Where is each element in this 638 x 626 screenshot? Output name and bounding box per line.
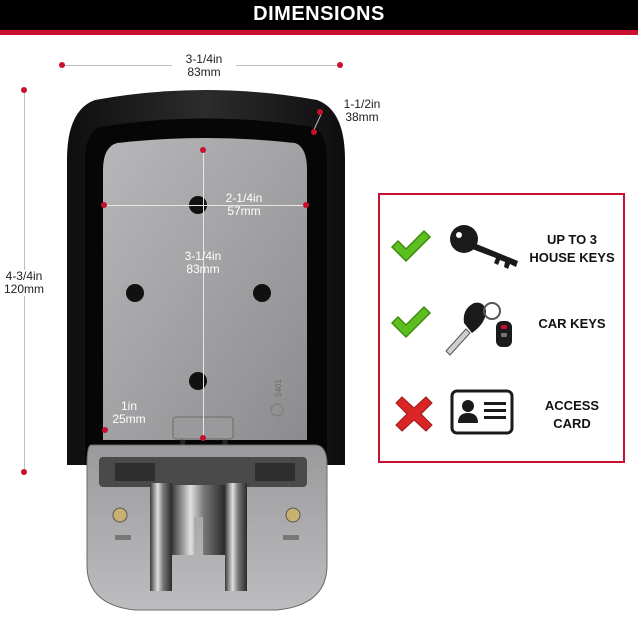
shackle-label: 1in 25mm [112,399,146,426]
cross-icon [395,396,433,432]
dimension-endpoint [101,202,107,208]
dimension-endpoint [102,427,108,433]
dimension-endpoint [200,147,206,153]
inner-width-dimension-line [104,205,306,206]
capacity-label: ACCESS CARD [544,398,600,431]
screw [285,507,301,523]
car-key-icon [445,302,512,356]
back-plate [103,138,307,440]
capacity-label: UP TO 3 HOUSE KEYS [529,232,615,265]
dimension-endpoint [59,62,65,68]
latch-bar [150,483,172,591]
header-accent-line [0,30,638,35]
id-card-icon [450,389,514,435]
height-label: 4-3/4in 120mm [0,270,48,296]
dimension-endpoint [337,62,343,68]
inner-height-dimension-line [203,150,204,438]
lock-box-illustration: 5401 [67,90,345,611]
inner-width-label: 2-1/4in 57mm [225,191,263,218]
width-label: 3-1/4in 83mm [172,53,236,79]
screw [112,507,128,523]
capacity-row-car-keys: CAR KEYS [380,293,623,356]
mount-hole [253,284,271,302]
dimension-endpoint [21,469,27,475]
latch-bar [225,483,247,591]
dimension-endpoint [303,202,309,208]
embossed-model-text: 5401 [274,379,283,397]
dimension-endpoint [317,109,323,115]
dimension-endpoint [21,87,27,93]
mount-hole [126,284,144,302]
inner-height-label: 3-1/4in 83mm [184,249,222,276]
capacity-row-access-card: ACCESS CARD [380,383,623,443]
capacity-panel: UP TO 3 HOUSE KEYS CAR KEYS [378,193,625,463]
header-bar: DIMENSIONS [0,0,638,30]
check-icon [390,305,432,339]
house-key-icon [450,225,518,269]
capacity-label: CAR KEYS [538,316,606,331]
mount-hole [189,372,207,390]
page-title: DIMENSIONS [253,3,385,25]
dimension-endpoint [311,129,317,135]
capacity-row-house-keys: UP TO 3 HOUSE KEYS [380,217,623,277]
dimension-endpoint [200,435,206,441]
check-icon [390,229,432,263]
depth-label: 1-1/2in 38mm [343,97,381,124]
